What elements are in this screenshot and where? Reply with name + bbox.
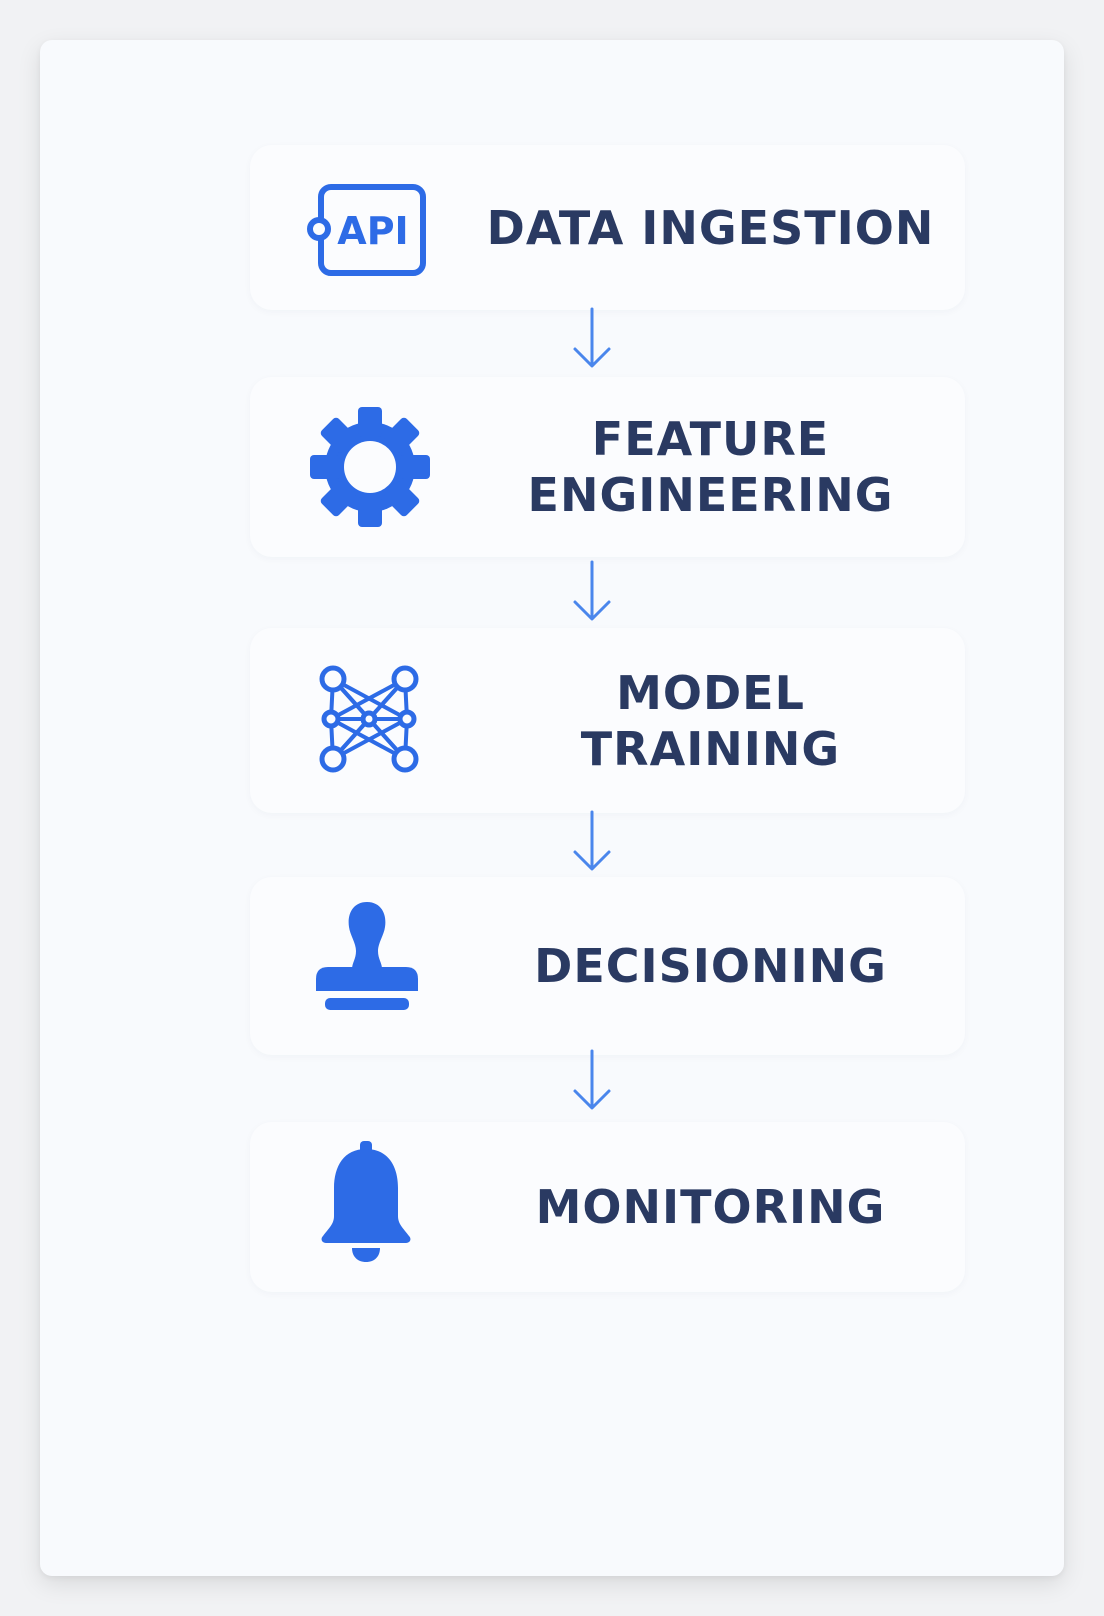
- step-decisioning: DECISIONING: [250, 877, 965, 1055]
- step-label: DATA INGESTION: [486, 200, 935, 255]
- diagram-card: API DATA INGESTION FEATURE ENGINEERING: [40, 40, 1064, 1576]
- step-feature-engineering: FEATURE ENGINEERING: [250, 377, 965, 557]
- step-model-training: MODEL TRAINING: [250, 628, 965, 813]
- down-arrow-icon: [573, 1049, 611, 1110]
- bell-icon: [321, 1141, 411, 1262]
- step-label: MONITORING: [535, 1180, 886, 1234]
- down-arrow-icon: [573, 307, 611, 368]
- step-monitoring: MONITORING: [250, 1122, 965, 1292]
- down-arrow-icon: [573, 560, 611, 621]
- neural-network-icon: [319, 665, 419, 773]
- api-icon-text: API: [337, 209, 408, 253]
- step-label: FEATURE ENGINEERING: [527, 412, 894, 522]
- step-label: DECISIONING: [534, 939, 887, 993]
- stamp-icon: [316, 902, 418, 1010]
- step-label: MODEL TRAINING: [580, 665, 841, 776]
- down-arrow-icon: [573, 810, 611, 871]
- step-data-ingestion: API DATA INGESTION: [250, 145, 965, 310]
- gear-icon: [310, 407, 430, 527]
- api-icon: API: [307, 184, 426, 276]
